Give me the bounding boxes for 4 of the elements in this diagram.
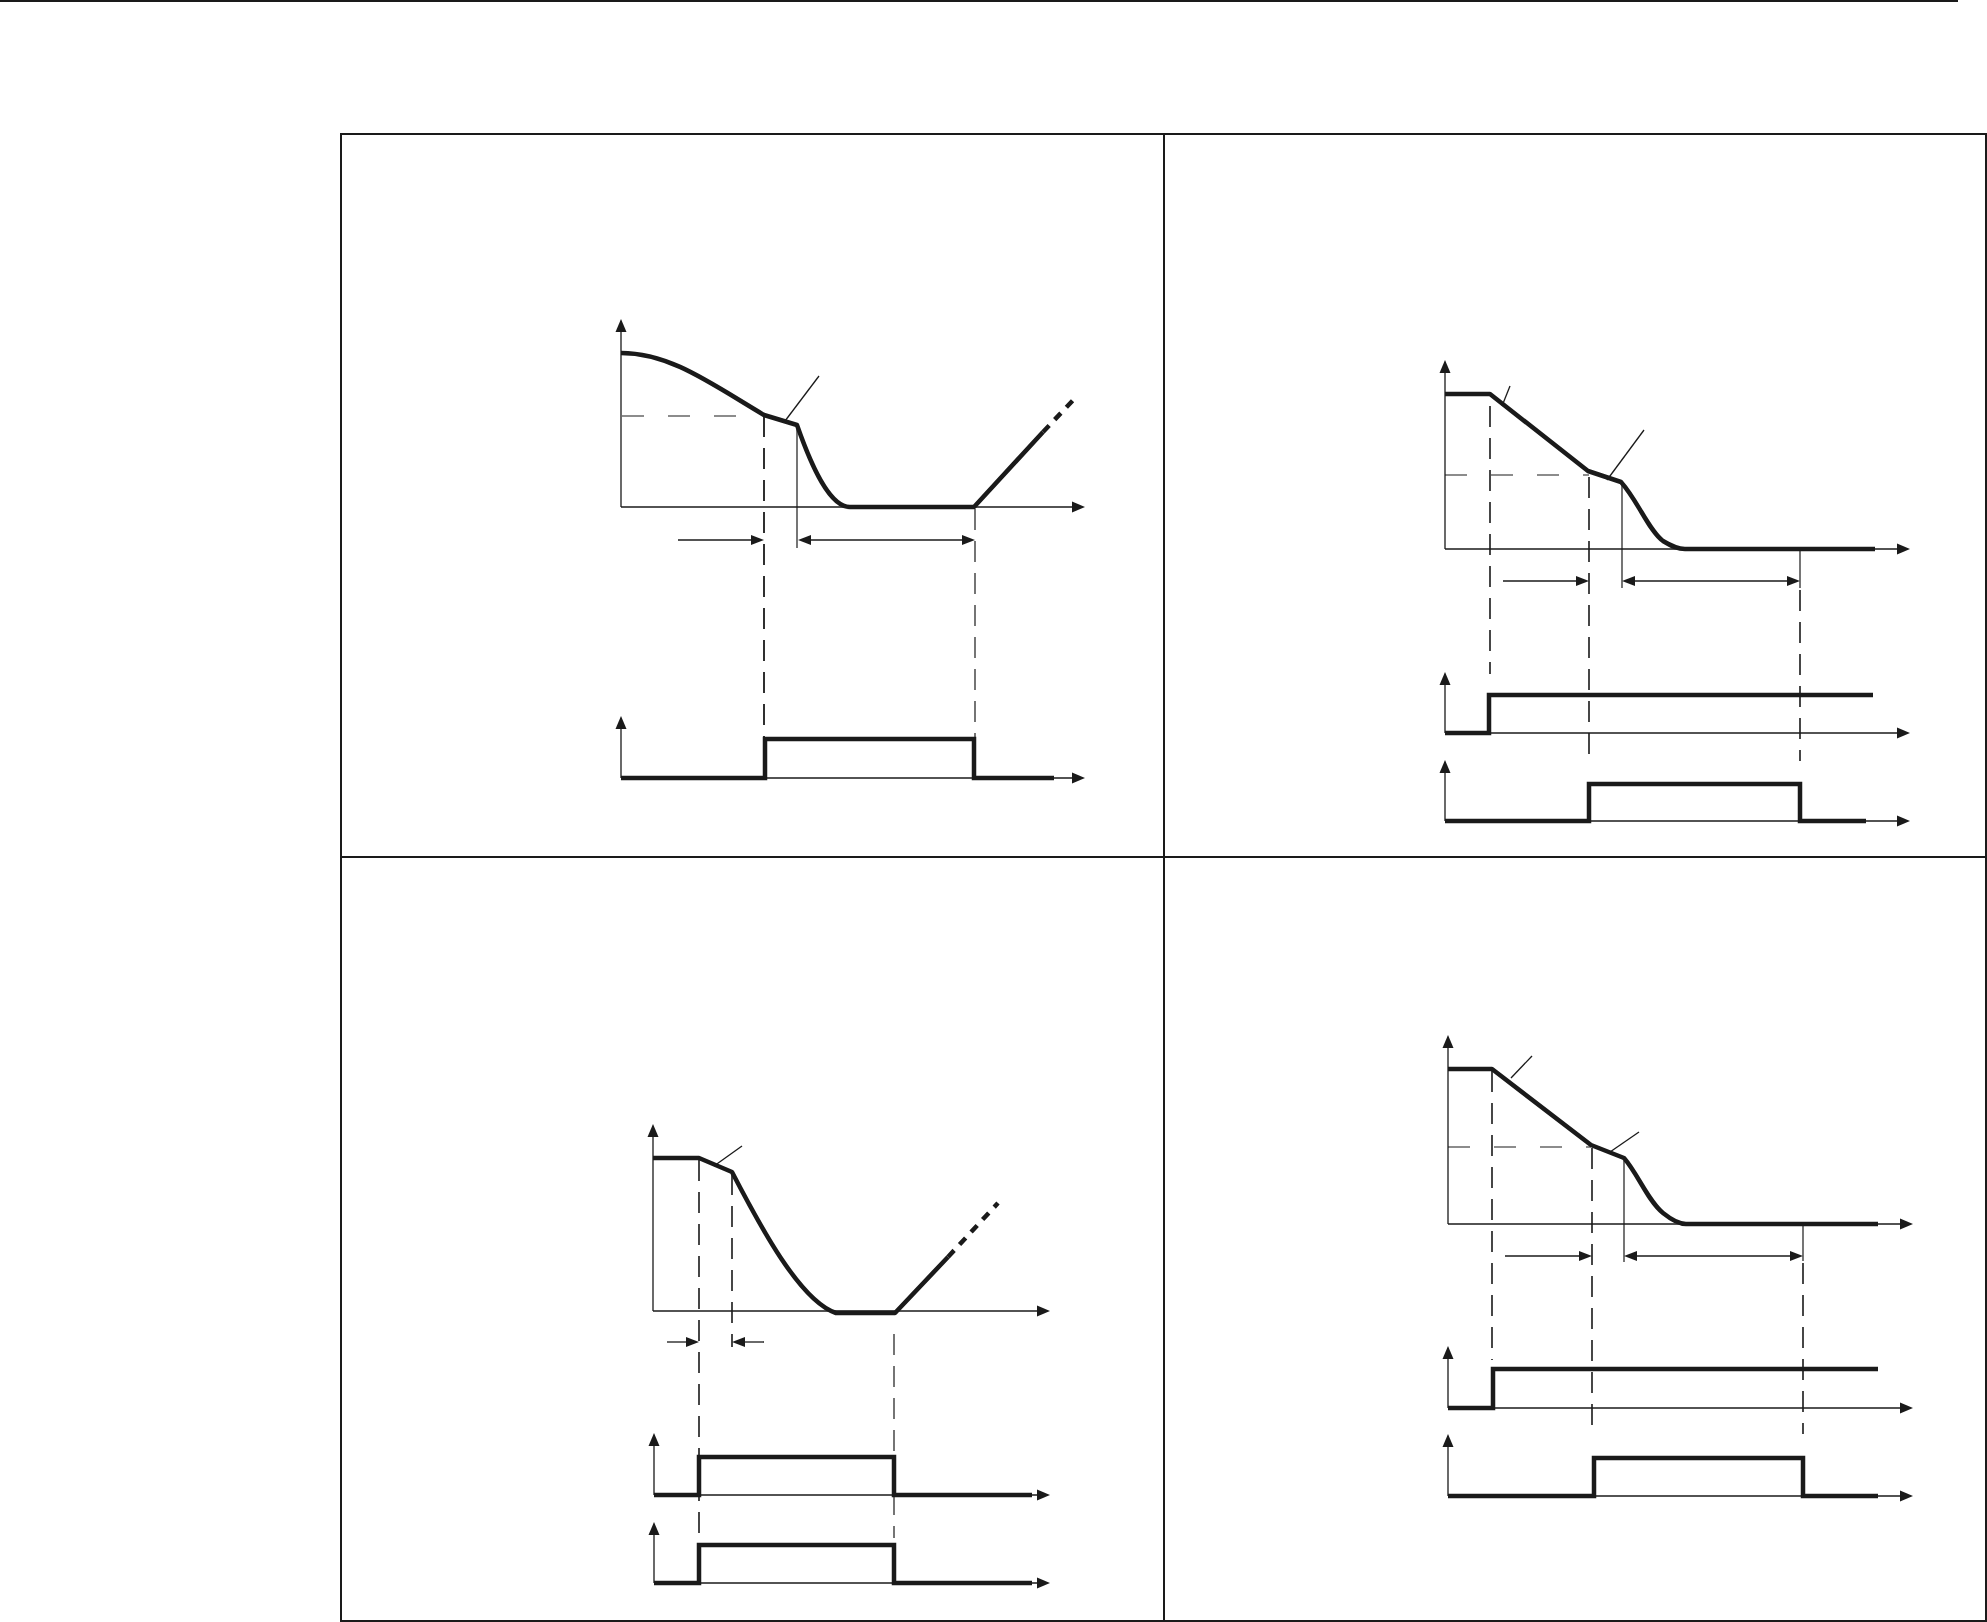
- panel: [340, 856, 1165, 1622]
- panel: [340, 133, 1165, 858]
- panel: [1163, 133, 1987, 858]
- panel: [1163, 856, 1987, 1622]
